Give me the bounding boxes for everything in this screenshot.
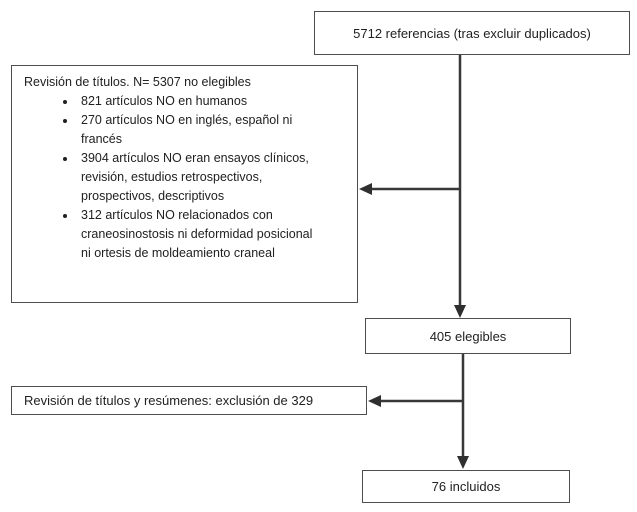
title-review-heading: Revisión de títulos. N= 5307 no elegible…	[24, 75, 251, 89]
node-title-review-exclusions: Revisión de títulos. N= 5307 no elegible…	[11, 65, 358, 303]
node-included-label: 76 incluidos	[431, 479, 501, 494]
node-included: 76 incluidos	[362, 470, 570, 503]
exclusion-reason-item: 312 artículos NO relacionados con craneo…	[77, 206, 349, 263]
node-total-references: 5712 referencias (tras excluir duplicado…	[314, 11, 630, 55]
node-abstract-review-exclusion-label: Revisión de títulos y resúmenes: exclusi…	[24, 393, 314, 408]
exclusion-reason-item: 270 artículos NO en inglés, español ni f…	[77, 111, 349, 149]
node-eligible: 405 elegibles	[365, 318, 571, 354]
node-total-references-label: 5712 referencias (tras excluir duplicado…	[353, 25, 591, 41]
exclusion-reason-item: 3904 artículos NO eran ensayos clínicos,…	[77, 149, 349, 206]
arrow-down-top-to-eligible	[454, 55, 466, 318]
exclusion-reasons-list: 821 artículos NO en humanos 270 artículo…	[22, 92, 349, 263]
node-eligible-label: 405 elegibles	[429, 328, 507, 344]
arrow-left-to-abstract-review-box	[368, 395, 463, 407]
arrow-left-to-title-review-box	[359, 183, 460, 195]
arrow-down-eligible-to-included	[457, 354, 469, 469]
node-abstract-review-exclusion: Revisión de títulos y resúmenes: exclusi…	[11, 386, 367, 415]
exclusion-reason-item: 821 artículos NO en humanos	[77, 92, 349, 111]
